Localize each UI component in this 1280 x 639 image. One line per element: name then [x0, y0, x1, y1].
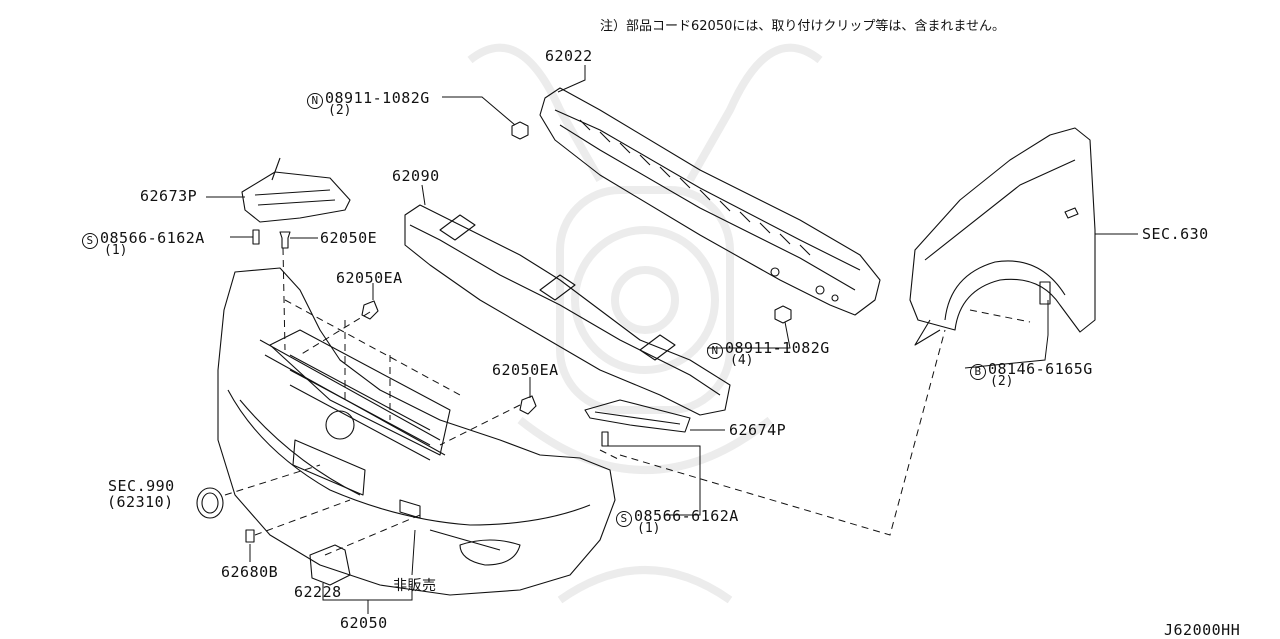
absorber-62090 [404, 204, 731, 416]
bumper-fascia-62050 [217, 267, 616, 596]
b-symbol-icon: B [970, 364, 986, 380]
label-62050EA-mid: 62050EA [492, 361, 559, 379]
tow-hook-cover-62228 [309, 544, 351, 586]
clip-62050E [279, 231, 291, 249]
label-not-for-sale: 非販売 [393, 578, 437, 594]
part-number: 08911-1082G [725, 339, 830, 357]
label-62050EA-top: 62050EA [336, 269, 403, 287]
label-62228: 62228 [294, 583, 342, 601]
diagram-code: J62000HH [1164, 621, 1241, 639]
emblem-62310 [196, 487, 224, 519]
clip-62050EA-top [361, 300, 379, 320]
qty-08911-bottom: (4) [730, 353, 754, 368]
part-number: 08566-6162A [100, 229, 205, 247]
note-text: 注）部品コード62050には、取り付けクリップ等は、含まれません。 [600, 19, 1005, 34]
clip-62680B [245, 529, 255, 543]
nut-08911-top [511, 121, 529, 140]
label-62050E: 62050E [320, 229, 378, 247]
qty-08566-left: (1) [104, 243, 128, 258]
qty-08566-right: (1) [637, 521, 661, 536]
leader-lines [206, 65, 1138, 614]
label-sec630: SEC.630 [1142, 225, 1209, 243]
label-62090: 62090 [392, 167, 440, 185]
nut-08911-bottom [774, 305, 792, 324]
label-sec990: SEC.990 [108, 477, 175, 495]
s-symbol-icon: S [616, 511, 632, 527]
label-62050: 62050 [340, 614, 388, 632]
bolt-08566-left [252, 229, 260, 245]
bolt-08566-right [601, 431, 609, 447]
label-62680B: 62680B [221, 563, 279, 581]
qty-08146: (2) [990, 374, 1014, 389]
fender-sec630 [909, 127, 1096, 346]
watermark-emblem [467, 43, 823, 604]
label-62674P: 62674P [729, 421, 787, 439]
bolt-08146 [1039, 281, 1051, 305]
part-number: 08566-6162A [634, 507, 739, 525]
upper-reinforcement-62022 [539, 87, 881, 316]
label-62310: (62310) [107, 493, 174, 511]
part-number: 08911-1082G [325, 89, 430, 107]
n-symbol-icon: N [307, 93, 323, 109]
label-62673P: 62673P [140, 187, 198, 205]
qty-08911-top: (2) [328, 103, 352, 118]
n-symbol-icon: N [707, 343, 723, 359]
bracket-62673P [241, 157, 351, 223]
bracket-62674P [584, 399, 691, 433]
dashed-lines [224, 247, 1031, 556]
clip-62050EA-mid [519, 395, 537, 415]
part-number: 08146-6165G [988, 360, 1093, 378]
label-62022: 62022 [545, 47, 593, 65]
s-symbol-icon: S [82, 233, 98, 249]
